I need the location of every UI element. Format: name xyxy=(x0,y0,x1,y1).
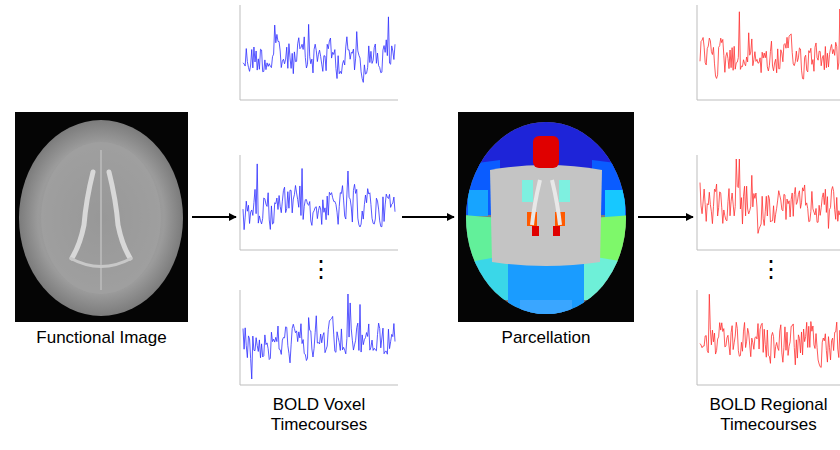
flow-arrow xyxy=(402,216,454,218)
node-caption: BOLD Voxel Timecourses xyxy=(254,395,384,435)
plot-axes xyxy=(697,5,840,100)
timecourse-plot xyxy=(697,155,840,250)
parcellation-image xyxy=(458,112,634,322)
plot-axes xyxy=(240,290,398,385)
bold-signal xyxy=(700,159,840,233)
plot-axes xyxy=(697,155,840,250)
timecourse-group: BOLD Regional Timecourses xyxy=(697,5,840,385)
bold-signal xyxy=(243,17,395,83)
plot-axes xyxy=(240,5,398,100)
timecourse-plot xyxy=(697,5,840,100)
flow-arrow xyxy=(192,216,236,218)
bold-signal xyxy=(700,294,840,367)
timecourse-plot xyxy=(697,290,840,385)
node-caption: Functional Image xyxy=(17,328,187,348)
bold-signal xyxy=(700,9,840,79)
timecourse-plots xyxy=(240,5,840,385)
image-panel: Functional Image xyxy=(15,112,188,322)
ellipsis-mark: ⋮ xyxy=(759,256,779,282)
node-caption: BOLD Regional Timecourses xyxy=(704,395,834,435)
bold-signal xyxy=(243,294,395,379)
timecourse-group: BOLD Voxel Timecourses xyxy=(240,5,398,385)
ellipsis-mark: ⋮ xyxy=(309,256,329,282)
functional-image xyxy=(15,112,188,322)
timecourse-plot xyxy=(240,290,398,385)
plot-axes xyxy=(240,155,398,250)
node-caption: Parcellation xyxy=(461,328,631,348)
flow-arrow xyxy=(638,216,693,218)
bold-signal xyxy=(243,164,395,230)
image-panel: Parcellation xyxy=(458,112,634,322)
timecourse-plot xyxy=(240,155,398,250)
plot-axes xyxy=(697,290,840,385)
timecourse-plot xyxy=(240,5,398,100)
